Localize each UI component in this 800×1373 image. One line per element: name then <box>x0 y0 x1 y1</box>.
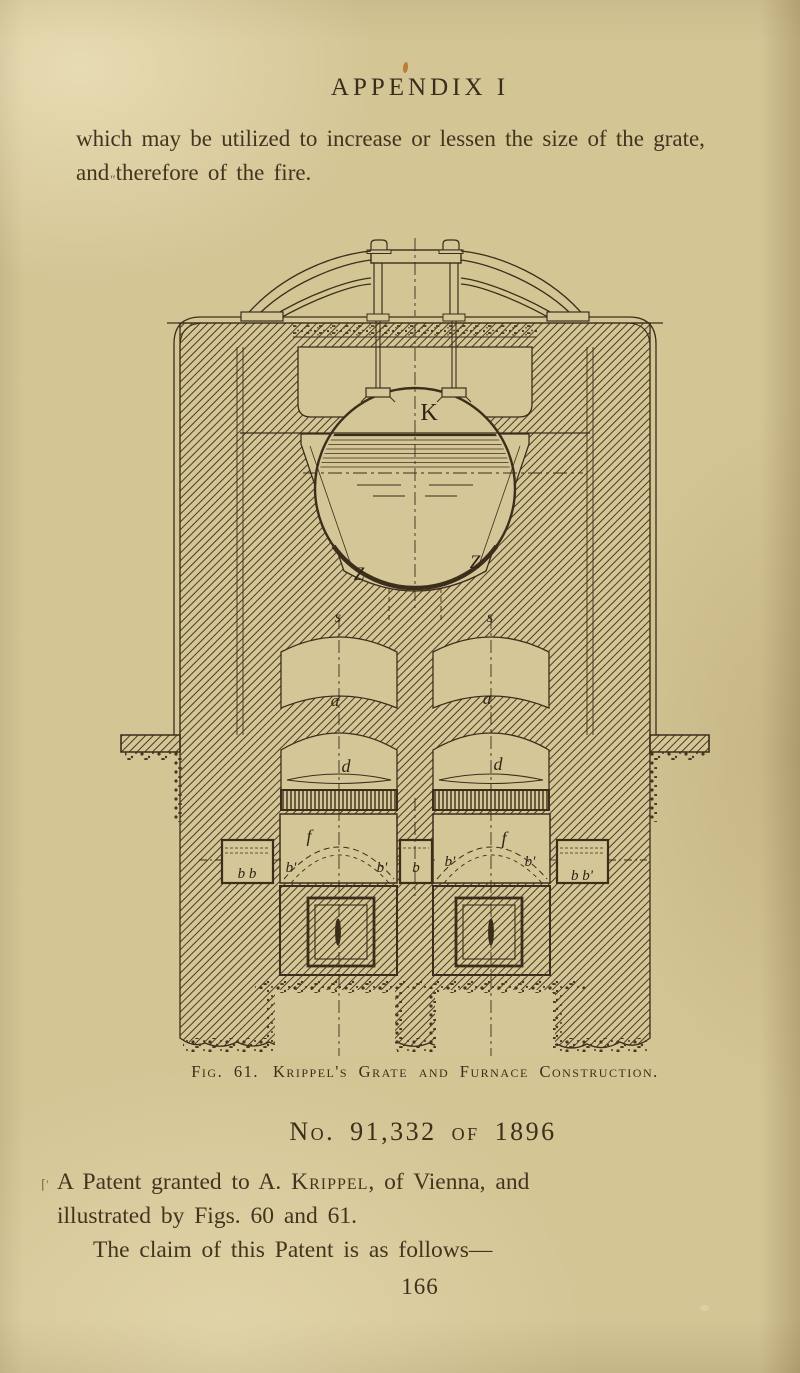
label-damper-d-left: d <box>342 756 352 776</box>
damper-plate-left <box>286 773 392 785</box>
intro-paragraph: which may be utilized to increase or les… <box>76 122 752 193</box>
figure-61-engraving: K Z Z s s a a d d f f b b b' b' b b' b' … <box>105 238 725 1058</box>
center-box <box>398 838 434 885</box>
label-ashpit-f-right: f <box>501 828 509 848</box>
label-box-right: b b' <box>571 868 594 884</box>
boiler-bottom-thick-arc <box>331 544 499 591</box>
label-arch-s-left: s <box>335 609 341 626</box>
patent-grantee-name: Krippel <box>291 1169 369 1195</box>
bolt-right <box>442 239 460 251</box>
margin-mark: ⌈' <box>41 1177 49 1192</box>
door-slot-left <box>335 918 341 946</box>
outer-casing <box>167 316 663 735</box>
printer-insert-mark: ″ <box>110 172 116 187</box>
suspension-rods <box>375 321 457 390</box>
suspension-yoke <box>240 239 590 403</box>
label-box-left: b b <box>238 866 257 882</box>
patent-line-2: illustrated by Figs. 60 and 61. <box>57 1203 358 1229</box>
label-boiler-K: K <box>420 400 438 426</box>
foundation-pit-left <box>275 990 395 1056</box>
rod-bracket-right <box>441 387 467 398</box>
label-damper-d-right: d <box>494 754 504 774</box>
patent-line-1: ⌈' A Patent granted to A. Krippel, of Vie… <box>41 1165 771 1199</box>
label-b-right-2: b' <box>525 854 537 870</box>
patent-line1-post: , of Vienna, and <box>368 1169 530 1195</box>
rubble-texture <box>125 752 705 1052</box>
figure-caption: Fig. 61. Krippel's Grate and Furnace Cons… <box>50 1062 800 1082</box>
label-ashpit-f-left: f <box>306 826 314 846</box>
figure-labels: K Z Z s s a a d d f f b b b' b' b b' b' … <box>238 400 594 884</box>
label-flue-Z-right: Z <box>470 552 481 573</box>
bolt-left <box>370 239 388 251</box>
figure-caption-number: Fig. 61. <box>191 1062 259 1081</box>
ledge-right <box>649 734 710 753</box>
fire-door-frames <box>279 885 551 976</box>
label-b-left-2: b' <box>377 860 389 876</box>
label-b-left-1: b' <box>286 860 298 876</box>
label-arch-a-left: a <box>331 691 340 710</box>
intro-line-2: and″therefore of the fire. <box>76 156 752 193</box>
intro-line-1: which may be utilized to increase or les… <box>76 126 705 151</box>
label-arch-a-right: a <box>483 689 492 708</box>
label-b-right-1: b' <box>445 854 457 870</box>
patent-line-3: The claim of this Patent is as follows— <box>93 1237 493 1263</box>
figure-caption-title: Krippel's Grate and Furnace Construction… <box>272 1062 659 1081</box>
label-b-center: b <box>412 860 420 876</box>
yoke-posts <box>373 263 459 314</box>
intro-line2-rest: therefore of the fire. <box>115 160 312 185</box>
label-arch-s-right: s <box>487 609 493 626</box>
label-flue-Z-left: Z <box>354 564 365 585</box>
side-box-left <box>220 838 275 885</box>
damper-plate-right <box>438 773 544 785</box>
centerlines <box>338 238 492 1056</box>
patent-line1-pre: A Patent granted to A. <box>57 1169 292 1195</box>
ashpit-opening-right <box>432 813 551 884</box>
page-number: 166 <box>401 1274 439 1299</box>
ledge-left <box>120 734 181 753</box>
yoke-foot-right <box>546 311 590 322</box>
furnace-cross-section-drawing: K Z Z s s a a d d f f b b b' b' b b' b' … <box>120 238 710 1056</box>
patent-number-line: No. 91,332 of 1896 <box>289 1117 557 1146</box>
intro-line2-start: and <box>76 160 110 185</box>
foundation-pit-right <box>435 990 555 1056</box>
page-title: APPENDIX I <box>330 74 510 101</box>
patent-paragraph: ⌈' A Patent granted to A. Krippel, of Vie… <box>41 1165 771 1267</box>
paper-stain-speck <box>402 61 409 74</box>
paper-blotch <box>700 1305 709 1311</box>
side-box-right <box>555 838 610 885</box>
rod-bracket-left <box>365 387 391 398</box>
yoke-foot-left <box>240 311 284 322</box>
